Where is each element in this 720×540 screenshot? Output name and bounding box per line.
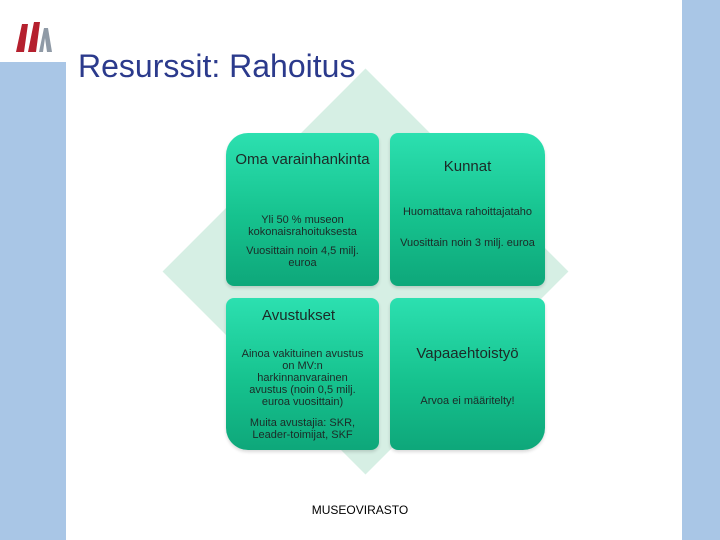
quadrant-text: Vuosittain noin 3 milj. euroa: [400, 237, 535, 249]
quadrant-text: Vuosittain noin 4,5 milj. euroa: [246, 245, 359, 269]
quadrant-text: Ainoa vakituinen avustus on MV:n harkinn…: [241, 348, 364, 408]
right-side-band: [682, 0, 720, 540]
quadrant-avustukset: Avustukset Ainoa vakituinen avustus on M…: [226, 298, 379, 450]
museovirasto-logo-icon: [16, 22, 52, 52]
quadrant-text: Yli 50 % museon kokonaisrahoituksesta: [248, 214, 357, 238]
quadrant-heading: Oma varainhankinta: [235, 151, 370, 168]
footer-label: MUSEOVIRASTO: [311, 503, 409, 517]
quadrant-text: Huomattava rahoittajataho: [402, 206, 533, 218]
quadrant-text: Muita avustajia: SKR, Leader-toimijat, S…: [249, 417, 356, 441]
quadrant-text: Arvoa ei määritelty!: [420, 395, 515, 407]
quadrant-heading: Kunnat: [443, 158, 492, 175]
quadrant-heading: Vapaaehtoistyö: [416, 345, 519, 362]
slide-title: Resurssit: Rahoitus: [78, 48, 356, 84]
left-side-band: [0, 62, 66, 540]
quadrant-oma-varainhankinta: Oma varainhankinta Yli 50 % museon kokon…: [226, 133, 379, 286]
quadrant-heading: Avustukset: [262, 307, 336, 324]
quadrant-vapaaehtoistyo: Vapaaehtoistyö Arvoa ei määritelty!: [390, 298, 545, 450]
quadrant-kunnat: Kunnat Huomattava rahoittajataho Vuositt…: [390, 133, 545, 286]
